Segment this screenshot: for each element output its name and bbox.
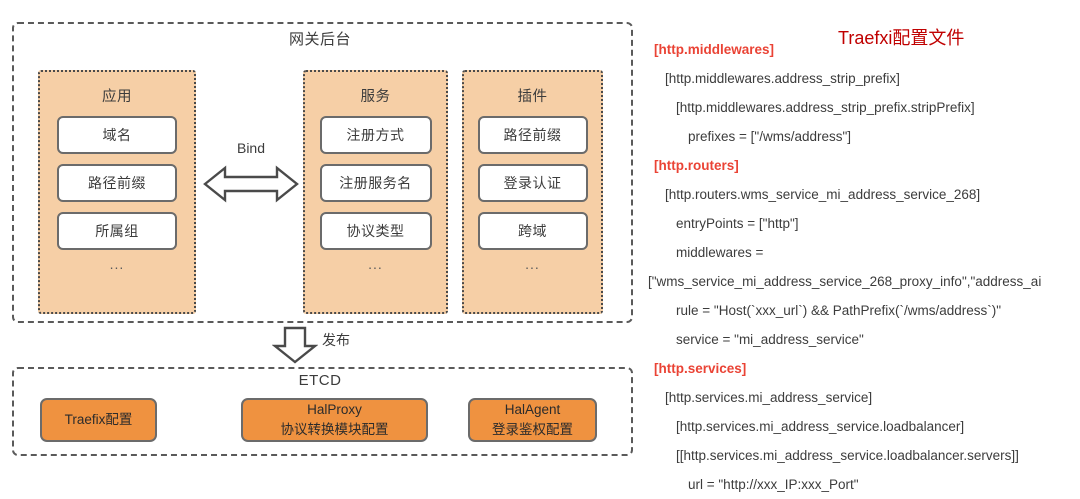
chip-plugin-1: 登录认证 — [477, 164, 588, 202]
etcd-chip-halproxy-config-line1: HalProxy — [307, 402, 362, 418]
chip-application-1: 路径前缀 — [57, 164, 177, 202]
config-line: [http.services.mi_address_service] — [665, 390, 873, 405]
chip-service-0: 注册方式 — [319, 116, 432, 154]
config-line: rule = "Host(`xxx_url`) && PathPrefix(`/… — [676, 303, 1002, 318]
config-pane-title: Traefxi配置文件 — [838, 28, 965, 48]
publish-relationship: 发布 — [272, 326, 382, 366]
etcd-chip-halproxy-config-line2: 协议转换模块配置 — [280, 422, 389, 437]
chip-application-0: 域名 — [57, 116, 177, 154]
chip-plugin-2: 跨域 — [477, 212, 588, 250]
config-line: ["wms_service_mi_address_service_268_pro… — [648, 274, 1042, 289]
double-arrow-icon — [203, 165, 299, 203]
chip-application-2: 所属组 — [57, 212, 177, 250]
panel-application-more: ... — [109, 256, 125, 272]
panel-application: 应用 域名 路径前缀 所属组 ... — [38, 70, 196, 314]
config-line: service = "mi_address_service" — [676, 332, 864, 347]
config-line-list: [http.middlewares] [http.middlewares.addr… — [648, 35, 1080, 499]
bind-relationship: Bind — [203, 140, 299, 210]
panel-plugin-more: ... — [525, 256, 540, 272]
etcd-chip-halagent-config-line1: HalAgent — [504, 402, 561, 418]
traefik-config-pane: Traefxi配置文件 [http.middlewares] [http.midd… — [648, 0, 1080, 492]
config-line: url = "http://xxx_IP:xxx_Port" — [688, 477, 859, 492]
config-line: [http.middlewares.address_strip_prefix] — [665, 71, 900, 86]
config-line: [http.routers.wms_service_mi_address_ser… — [665, 187, 981, 202]
panel-plugin: 插件 路径前缀 登录认证 跨域 ... — [462, 70, 603, 314]
panel-plugin-title: 插件 — [517, 89, 548, 105]
etcd-chip-halagent-config-line2: 登录鉴权配置 — [492, 422, 573, 437]
panel-service: 服务 注册方式 注册服务名 协议类型 ... — [303, 70, 448, 314]
down-arrow-icon — [272, 326, 318, 364]
etcd-title: ETCD — [298, 372, 342, 389]
etcd-chip-halproxy-config: HalProxy 协议转换模块配置 — [241, 398, 428, 442]
publish-label: 发布 — [322, 332, 350, 348]
config-section-header: [http.middlewares] — [654, 42, 775, 57]
chip-service-1: 注册服务名 — [319, 164, 432, 202]
etcd-chip-traefix-config-line1: Traefix配置 — [64, 412, 133, 428]
chip-plugin-0: 路径前缀 — [477, 116, 588, 154]
config-line: entryPoints = ["http"] — [676, 216, 799, 231]
etcd-chip-halagent-config: HalAgent 登录鉴权配置 — [468, 398, 597, 442]
gateway-backend-title: 网关后台 — [288, 31, 351, 48]
etcd-chip-traefix-config: Traefix配置 — [40, 398, 157, 442]
config-line: [[http.services.mi_address_service.loadb… — [676, 448, 1019, 463]
config-section-header: [http.services] — [654, 361, 747, 376]
config-section-header: [http.routers] — [654, 158, 739, 173]
panel-application-title: 应用 — [102, 89, 132, 105]
config-line: [http.middlewares.address_strip_prefix.s… — [676, 100, 975, 115]
panel-service-title: 服务 — [360, 89, 391, 105]
architecture-diagram: 网关后台 应用 域名 路径前缀 所属组 ... 服务 注册方式 注册服务名 协议… — [12, 22, 633, 456]
config-line: prefixes = ["/wms/address"] — [688, 129, 852, 144]
bind-label: Bind — [236, 140, 266, 156]
chip-service-2: 协议类型 — [319, 212, 432, 250]
config-line: [http.services.mi_address_service.loadba… — [676, 419, 965, 434]
panel-service-more: ... — [368, 256, 383, 272]
config-line: middlewares = — [676, 245, 764, 260]
